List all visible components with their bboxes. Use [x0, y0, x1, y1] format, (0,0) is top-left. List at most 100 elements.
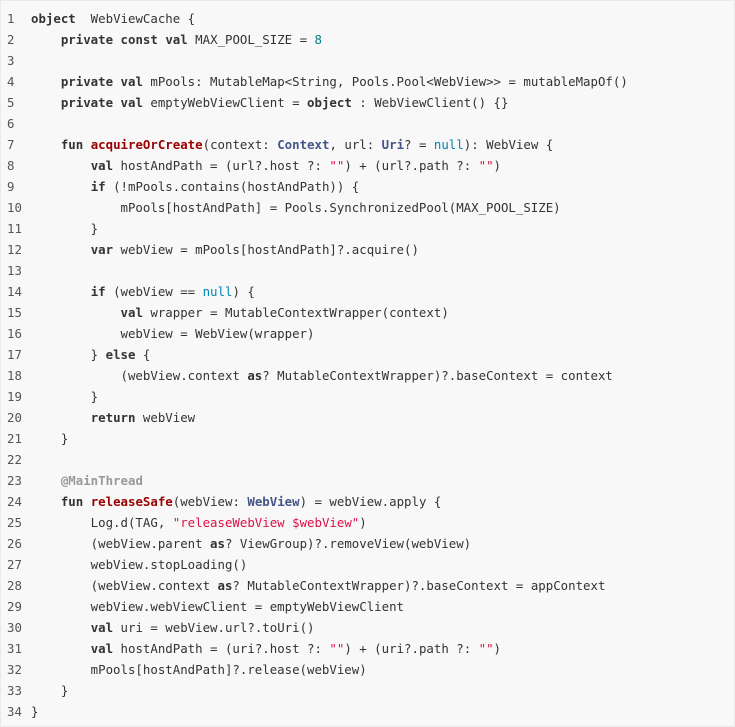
token-plain [31, 410, 91, 425]
token-plain: (webView.context [31, 368, 248, 383]
line-number: 25 [7, 515, 22, 530]
code-line: 10 mPools[hostAndPath] = Pools.Synchroni… [1, 197, 734, 218]
token-kw: fun [60, 137, 84, 152]
token-plain: } [31, 431, 69, 446]
code-line: 6 [1, 113, 734, 134]
code-line: 33 } [1, 680, 734, 701]
token-plain: ? MutableContextWrapper)?.baseContext = … [232, 578, 606, 593]
token-plain: ) [359, 515, 367, 530]
token-plain: (webView.context [31, 578, 218, 593]
code-text: private val emptyWebViewClient = object … [31, 92, 509, 113]
code-text: webView = WebView(wrapper) [31, 323, 315, 344]
code-text: (webView.parent as? ViewGroup)?.removeVi… [31, 533, 471, 554]
code-text: webView.stopLoading() [31, 554, 248, 575]
token-fn: acquireOrCreate [90, 137, 203, 152]
token-kw: if [90, 179, 106, 194]
line-number: 29 [7, 599, 22, 614]
code-text: webView.webViewClient = emptyWebViewClie… [31, 596, 404, 617]
code-text: private const val MAX_POOL_SIZE = 8 [31, 29, 322, 50]
token-plain [31, 137, 61, 152]
token-plain: } [31, 221, 99, 236]
token-kw: val [90, 641, 114, 656]
line-number: 3 [7, 53, 15, 68]
token-kw: as [247, 368, 263, 383]
line-number: 2 [7, 32, 15, 47]
code-line: 15 val wrapper = MutableContextWrapper(c… [1, 302, 734, 323]
line-number: 7 [7, 137, 15, 152]
token-kw: if [90, 284, 106, 299]
token-kw: val [120, 305, 143, 320]
line-number: 26 [7, 536, 22, 551]
token-plain [31, 620, 91, 635]
token-num: 8 [314, 32, 322, 47]
token-ty: Context [277, 137, 330, 152]
token-fn: releaseSafe [90, 494, 173, 509]
token-kw: private [60, 74, 114, 89]
line-number: 31 [7, 641, 22, 656]
token-plain: (webView == [105, 284, 203, 299]
code-text: } [31, 428, 68, 449]
line-number: 15 [7, 305, 22, 320]
code-text: object WebViewCache { [31, 8, 195, 29]
token-plain: (webView: [172, 494, 248, 509]
line-number: 34 [7, 704, 22, 719]
line-number: 21 [7, 431, 22, 446]
code-line: 20 return webView [1, 407, 734, 428]
code-text: val wrapper = MutableContextWrapper(cont… [31, 302, 449, 323]
token-plain [113, 95, 120, 110]
line-number: 4 [7, 74, 15, 89]
code-line: 9 if (!mPools.contains(hostAndPath)) { [1, 176, 734, 197]
token-plain [113, 32, 120, 47]
token-plain: WebViewCache { [75, 11, 196, 26]
line-number: 14 [7, 284, 22, 299]
token-plain: } [31, 389, 99, 404]
token-plain [31, 32, 61, 47]
token-kw: as [217, 578, 233, 593]
code-text: } [31, 386, 98, 407]
token-plain [31, 284, 91, 299]
line-number: 16 [7, 326, 22, 341]
line-number: 8 [7, 158, 15, 173]
code-line: 3 [1, 50, 734, 71]
code-text: var webView = mPools[hostAndPath]?.acqui… [31, 239, 419, 260]
token-plain: MAX_POOL_SIZE = [187, 32, 315, 47]
token-plain [31, 473, 61, 488]
code-line: 12 var webView = mPools[hostAndPath]?.ac… [1, 239, 734, 260]
code-line: 18 (webView.context as? MutableContextWr… [1, 365, 734, 386]
token-plain: Log.d(TAG, [31, 515, 173, 530]
code-line: 23 @MainThread [1, 470, 734, 491]
token-plain: webView [135, 410, 196, 425]
line-number: 17 [7, 347, 22, 362]
code-line: 5 private val emptyWebViewClient = objec… [1, 92, 734, 113]
code-line: 7 fun acquireOrCreate(context: Context, … [1, 134, 734, 155]
token-plain: ) + (url?.path ?: [344, 158, 479, 173]
token-plain: mPools[hostAndPath]?.release(webView) [31, 662, 367, 677]
token-plain: ? MutableContextWrapper)?.baseContext = … [262, 368, 613, 383]
line-number: 20 [7, 410, 22, 425]
token-kw: val [120, 95, 143, 110]
code-line: 16 webView = WebView(wrapper) [1, 323, 734, 344]
code-line: 22 [1, 449, 734, 470]
token-kw: val [120, 74, 143, 89]
code-text: } [31, 680, 68, 701]
code-line: 4 private val mPools: MutableMap<String,… [1, 71, 734, 92]
line-number: 27 [7, 557, 22, 572]
line-number: 13 [7, 263, 22, 278]
token-ty: WebView [247, 494, 300, 509]
code-line: 26 (webView.parent as? ViewGroup)?.remov… [1, 533, 734, 554]
code-line: 8 val hostAndPath = (url?.host ?: "") + … [1, 155, 734, 176]
code-line: 30 val uri = webView.url?.toUri() [1, 617, 734, 638]
token-str: "" [329, 641, 345, 656]
token-plain: , url: [329, 137, 382, 152]
token-kw: fun [60, 494, 84, 509]
token-kw: val [90, 620, 114, 635]
line-number: 23 [7, 473, 22, 488]
token-kw: val [165, 32, 188, 47]
token-kw: object [307, 95, 352, 110]
token-plain [31, 74, 61, 89]
token-ty: Uri [381, 137, 405, 152]
code-text: mPools[hostAndPath] = Pools.Synchronized… [31, 197, 561, 218]
token-plain: hostAndPath = (url?.host ?: [113, 158, 330, 173]
